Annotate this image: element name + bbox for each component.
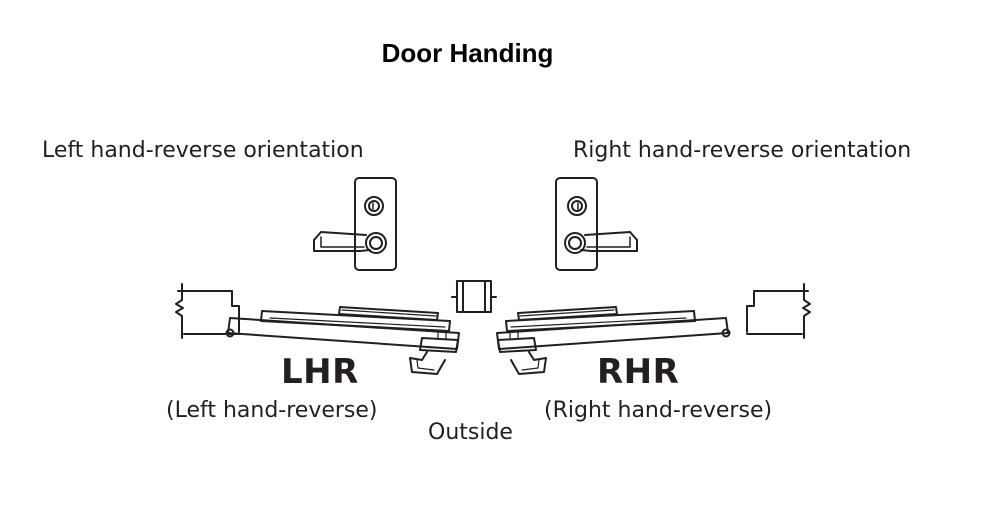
left-orientation-label: Left hand-reverse orientation [42,138,364,163]
left-lever-lock-icon [314,178,396,270]
right-orientation-label: Right hand-reverse orientation [573,138,912,163]
lhr-door-icon [227,307,460,374]
rhr-door-icon [497,307,730,374]
lhr-code-label: LHR [281,352,359,392]
strike-box-icon [452,281,496,312]
rhr-description: (Right hand-reverse) [544,398,773,423]
rhr-code-label: RHR [597,352,680,392]
outside-label: Outside [428,420,513,445]
lhr-description: (Left hand-reverse) [166,398,378,423]
right-lever-lock-icon [556,178,637,270]
diagram-title: Door Handing [381,38,554,68]
right-wall-jamb [747,284,810,338]
